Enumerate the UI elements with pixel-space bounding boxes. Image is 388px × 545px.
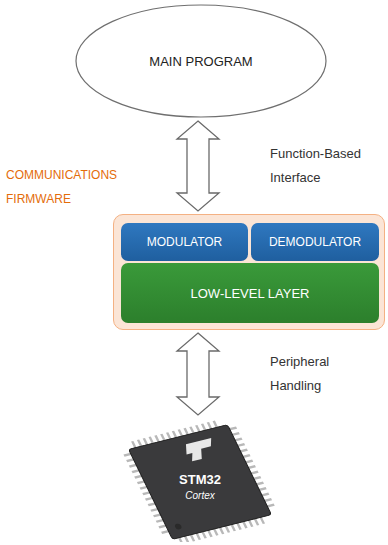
interface-label: Peripheral Handling [270,350,380,398]
node-text: LOW-LEVEL LAYER [191,286,310,301]
node-text: MAIN PROGRAM [149,54,252,69]
interface-label: Function-Based Interface [270,142,380,190]
chip-core-marking: Cortex [185,489,214,502]
ellipse-shape [76,5,326,117]
mcu-chip: STM32Cortex [120,418,280,542]
program-ellipse: MAIN PROGRAM [75,4,327,118]
double-arrow [177,333,219,415]
chip-body [120,418,280,542]
modulator-box: MODULATOR [121,223,248,261]
node-text: MODULATOR [147,235,223,249]
double-arrow [177,121,219,211]
firmware-box: COMMUNICATIONS FIRMWAREMODULATORDEMODULA… [113,214,385,330]
group-heading: COMMUNICATIONS FIRMWARE [6,163,124,211]
chip-marking: STM32 [179,472,221,489]
layer-box: LOW-LEVEL LAYER [121,263,379,323]
node-text: DEMODULATOR [269,235,361,249]
demodulator-box: DEMODULATOR [251,223,379,261]
